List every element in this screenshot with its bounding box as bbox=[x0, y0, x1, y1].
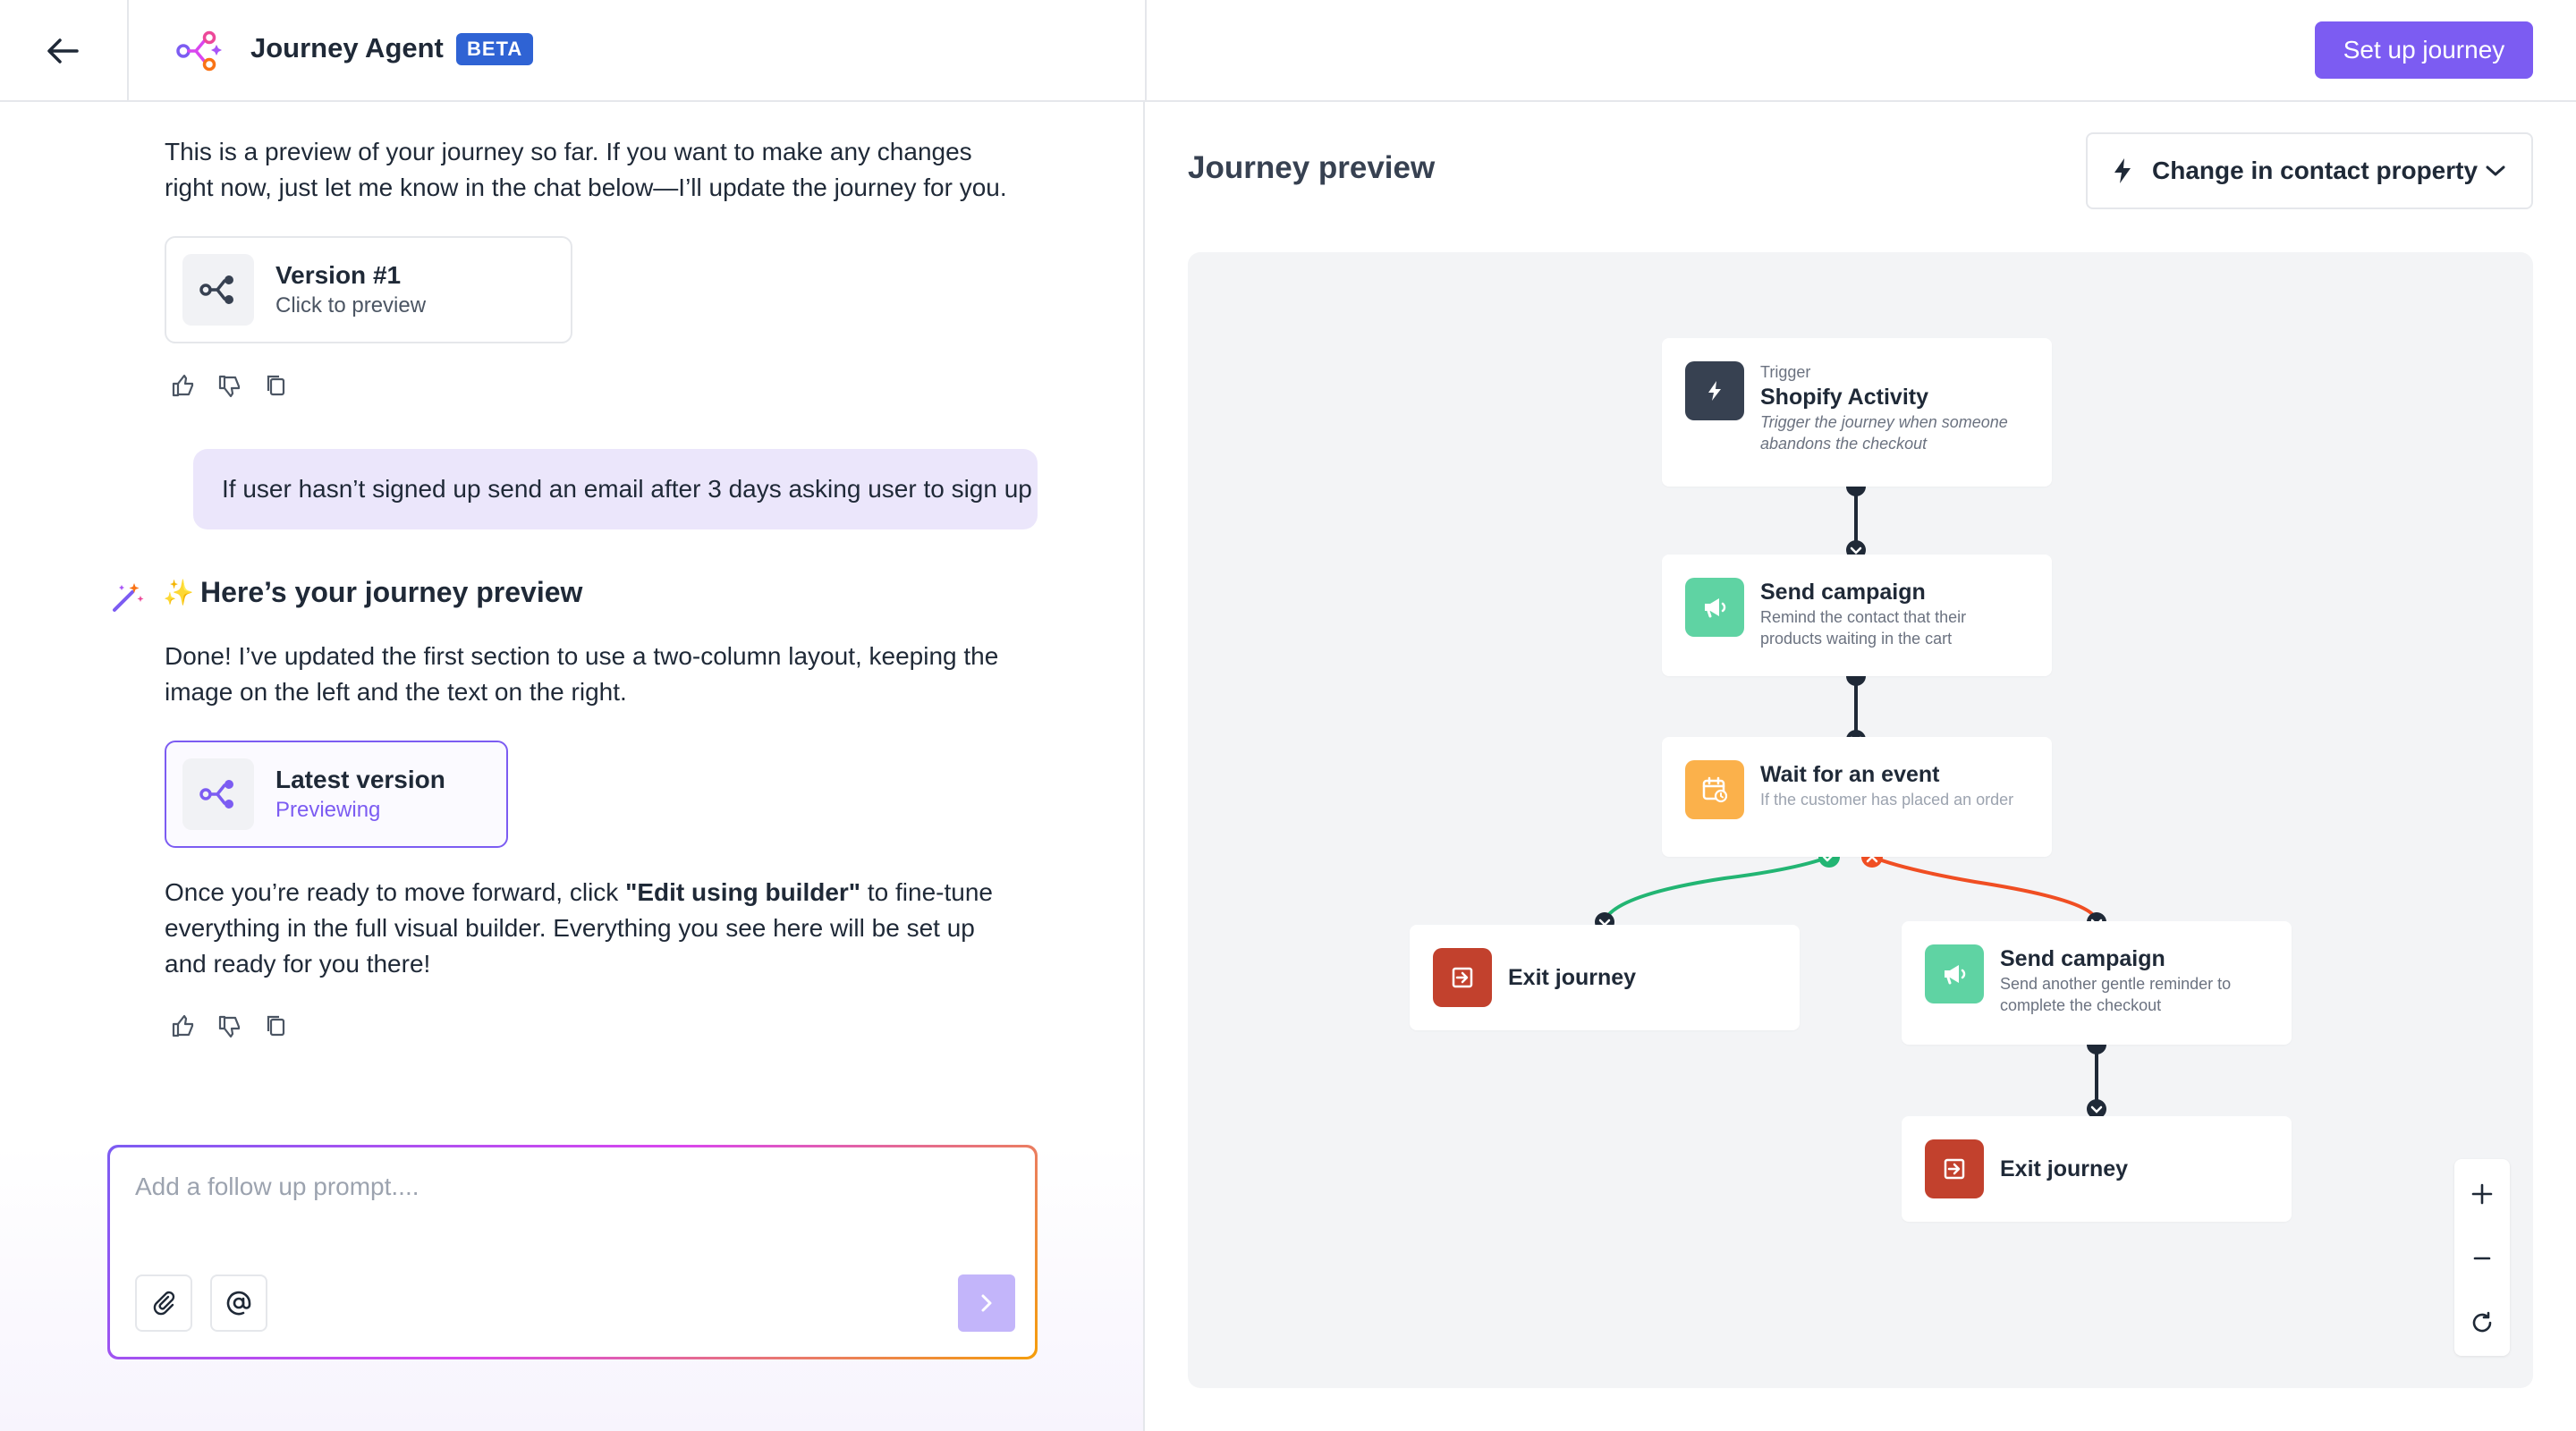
node-description: If the customer has placed an order bbox=[1760, 791, 2014, 809]
lightning-icon bbox=[2114, 158, 2131, 183]
version-subtitle: Click to preview bbox=[275, 293, 427, 318]
chevron-down-icon bbox=[2486, 165, 2505, 176]
reset-view-button[interactable] bbox=[2454, 1295, 2510, 1351]
version-title: Latest version bbox=[275, 766, 445, 793]
preview-heading: Here’s your journey preview bbox=[200, 576, 583, 608]
node-title: Shopify Activity bbox=[1760, 385, 1928, 410]
follow-up-prompt-input[interactable] bbox=[135, 1173, 994, 1201]
copy-icon[interactable] bbox=[263, 1012, 290, 1039]
final-text-suffix: to fine-tune everything in the full visu… bbox=[165, 878, 993, 978]
edit-using-builder-label: "Edit using builder" bbox=[625, 878, 861, 906]
thumbs-down-icon[interactable] bbox=[216, 1012, 243, 1039]
zoom-in-button[interactable] bbox=[2454, 1166, 2510, 1222]
zoom-out-button[interactable] bbox=[2454, 1231, 2510, 1286]
node-description: Send another gentle reminder to complete… bbox=[2000, 975, 2232, 1014]
trigger-select-dropdown[interactable]: Change in contact property bbox=[2086, 132, 2533, 209]
attach-button[interactable] bbox=[135, 1274, 192, 1332]
refresh-icon bbox=[2472, 1311, 2492, 1333]
back-button[interactable] bbox=[36, 27, 89, 75]
at-sign-icon bbox=[226, 1291, 251, 1316]
version-status: Previewing bbox=[275, 798, 381, 822]
node-description: Remind the contact that their products w… bbox=[1760, 608, 1967, 648]
assistant-final-message: Once you’re ready to move forward, click… bbox=[165, 875, 1023, 982]
version-title: Version #1 bbox=[275, 261, 402, 289]
final-text-prefix: Once you’re ready to move forward, click bbox=[165, 878, 626, 906]
node-title: Send campaign bbox=[1760, 580, 1926, 605]
journey-agent-logo-icon bbox=[176, 30, 222, 72]
panel-divider bbox=[1145, 0, 1147, 102]
top-bar: Journey Agent BETA Set up journey bbox=[0, 0, 2576, 102]
thumbs-up-icon[interactable] bbox=[170, 1012, 197, 1039]
node-title: Exit journey bbox=[2000, 1156, 2129, 1181]
magic-wand-icon bbox=[113, 583, 144, 612]
thumbs-down-icon[interactable] bbox=[216, 372, 243, 399]
feedback-row-1 bbox=[170, 372, 290, 399]
node-title: Exit journey bbox=[1508, 965, 1637, 990]
paperclip-icon bbox=[153, 1291, 175, 1316]
zoom-controls bbox=[2454, 1159, 2510, 1356]
exit-journey-node-1[interactable]: Exit journey bbox=[1410, 925, 1800, 1030]
arrow-left-icon bbox=[47, 38, 79, 64]
thumbs-up-icon[interactable] bbox=[170, 372, 197, 399]
node-title: Send campaign bbox=[2000, 946, 2165, 971]
journey-canvas[interactable]: Trigger Shopify Activity Trigger the jou… bbox=[1188, 252, 2533, 1388]
exit-journey-node-2[interactable]: Exit journey bbox=[1902, 1116, 2292, 1222]
trigger-node[interactable]: Trigger Shopify Activity Trigger the jou… bbox=[1662, 338, 2052, 487]
copy-icon[interactable] bbox=[263, 372, 290, 399]
exit-icon bbox=[1925, 1139, 1984, 1198]
calendar-clock-icon bbox=[1685, 760, 1744, 819]
send-campaign-node-1[interactable]: Send campaign Remind the contact that th… bbox=[1662, 555, 2052, 676]
plus-icon bbox=[2471, 1183, 2493, 1205]
minus-icon bbox=[2473, 1257, 2491, 1260]
megaphone-icon bbox=[1925, 944, 1984, 1003]
sparkle-icon: ✨ bbox=[163, 579, 194, 606]
node-title: Wait for an event bbox=[1760, 762, 1940, 787]
node-kicker: Trigger bbox=[1760, 363, 1811, 381]
setup-journey-button[interactable]: Set up journey bbox=[2315, 21, 2533, 79]
chevron-right-icon bbox=[981, 1294, 992, 1312]
mention-button[interactable] bbox=[210, 1274, 267, 1332]
send-campaign-node-2[interactable]: Send campaign Send another gentle remind… bbox=[1902, 921, 2292, 1045]
chat-panel: This is a preview of your journey so far… bbox=[0, 0, 1145, 1431]
journey-preview-title: Journey preview bbox=[1188, 150, 1436, 185]
latest-version-card[interactable]: Latest version Previewing bbox=[165, 741, 508, 848]
user-message-bubble: If user hasn’t signed up send an email a… bbox=[193, 449, 1038, 529]
version-1-card[interactable]: Version #1 Click to preview bbox=[165, 236, 572, 343]
megaphone-icon bbox=[1685, 578, 1744, 637]
assistant-intro-message: This is a preview of your journey so far… bbox=[165, 138, 1007, 201]
beta-badge: BETA bbox=[456, 33, 534, 65]
wait-for-event-node[interactable]: Wait for an event If the customer has pl… bbox=[1662, 737, 2052, 857]
send-button[interactable] bbox=[958, 1274, 1015, 1332]
prompt-box bbox=[107, 1145, 1038, 1359]
assistant-update-message: Done! I’ve updated the first section to … bbox=[165, 642, 999, 706]
share-nodes-icon bbox=[182, 758, 254, 830]
exit-icon bbox=[1433, 948, 1492, 1007]
feedback-row-2 bbox=[170, 1012, 290, 1039]
trigger-select-value: Change in contact property bbox=[2152, 157, 2479, 184]
node-description: Trigger the journey when someone abandon… bbox=[1760, 413, 2008, 453]
share-nodes-icon bbox=[182, 254, 254, 326]
app-title: Journey Agent bbox=[250, 32, 444, 64]
lightning-icon bbox=[1685, 361, 1744, 420]
topbar-divider bbox=[127, 0, 129, 102]
